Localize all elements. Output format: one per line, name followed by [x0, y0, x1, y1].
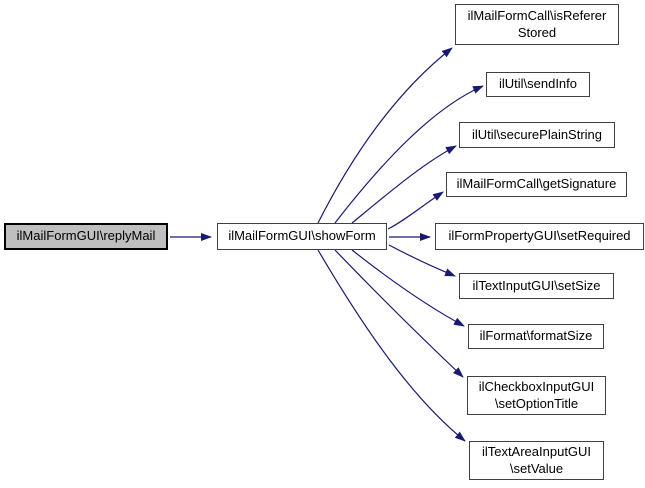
node-ilutil-secureplainstring[interactable]: ilUtil\securePlainString	[459, 122, 615, 148]
node-iltextareainputgui-setvalue[interactable]: ilTextAreaInputGUI \setValue	[469, 441, 604, 480]
node-ilformat-formatsize[interactable]: ilFormat\formatSize	[468, 324, 604, 349]
edge-showform-to-setvalue	[317, 249, 466, 442]
edge-showform-to-secureplainstring	[351, 145, 457, 224]
edge-showform-to-sendinfo	[334, 85, 484, 224]
node-ilutil-sendinfo[interactable]: ilUtil\sendInfo	[486, 72, 590, 97]
edge-showform-to-formatsize	[351, 249, 465, 327]
node-ilmailformgui-replymail: ilMailFormGUI\replyMail	[4, 223, 168, 250]
node-ilmailformcall-getsignature[interactable]: ilMailFormCall\getSignature	[446, 172, 627, 197]
node-ilmailformgui-showform[interactable]: ilMailFormGUI\showForm	[217, 223, 387, 250]
node-ilmailformcall-isrefererstored[interactable]: ilMailFormCall\isReferer Stored	[455, 4, 619, 45]
edge-showform-to-isrefererstored	[317, 47, 453, 224]
node-ilformpropertygui-setrequired[interactable]: ilFormPropertyGUI\setRequired	[435, 223, 644, 250]
node-iltextinputgui-setsize[interactable]: ilTextInputGUI\setSize	[459, 273, 614, 299]
edge-showform-to-setoptiontitle	[334, 249, 464, 378]
node-ilcheckboxinputgui-setoptiontitle[interactable]: ilCheckboxInputGUI \setOptionTitle	[467, 376, 606, 415]
